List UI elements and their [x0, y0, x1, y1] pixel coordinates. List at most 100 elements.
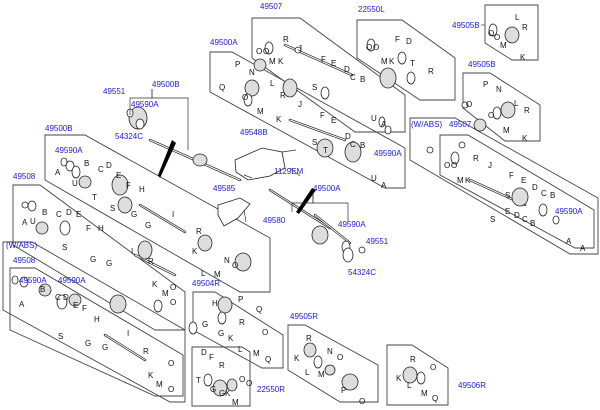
leader-line — [243, 174, 253, 179]
part-letter-label: O — [466, 100, 472, 109]
ring — [65, 160, 75, 172]
part-letter-label: L — [514, 99, 519, 108]
ring — [294, 46, 302, 54]
ring — [378, 116, 386, 128]
panel-outline — [191, 346, 251, 407]
part-letter-label: M — [318, 370, 325, 379]
part-letter-label: O — [170, 298, 176, 307]
boot-or-joint — [111, 174, 129, 196]
part-letter-label: E — [521, 176, 526, 185]
part-letter-label: K — [148, 371, 154, 380]
ring — [488, 23, 498, 37]
ring — [264, 41, 274, 55]
part-letter-label: C — [55, 293, 61, 302]
shaft-highlight — [139, 204, 186, 233]
part-letter-label: S — [110, 204, 115, 213]
part-number-label: 49590A — [374, 149, 402, 158]
part-letter-label: O — [366, 43, 372, 52]
boot-or-joint — [311, 225, 329, 245]
part-letter-label: L — [238, 345, 243, 354]
part-number-label: 49590A — [338, 220, 366, 229]
part-letter-label: P — [341, 386, 346, 395]
boot-or-joint — [109, 294, 127, 314]
part-letter-label: R — [143, 347, 149, 356]
shaft-highlight — [104, 334, 146, 361]
part-letter-label: Q — [265, 355, 271, 364]
boot-or-joint — [234, 252, 252, 272]
ring — [188, 321, 198, 335]
ring — [153, 299, 163, 313]
part-letter-label: G — [218, 329, 224, 338]
part-letter-label: M — [257, 107, 264, 116]
part-letter-label: D — [532, 183, 538, 192]
part-letter-label: M — [156, 380, 163, 389]
part-number-label: 49507 — [260, 2, 283, 11]
ring — [342, 247, 354, 263]
boot-or-joint — [192, 153, 208, 167]
part-letter-label: C — [350, 73, 356, 82]
boot-or-joint — [117, 196, 133, 214]
part-letter-label: S — [312, 138, 317, 147]
part-number-label: (W/ABS) — [411, 120, 442, 129]
part-letter-label: B — [360, 141, 365, 150]
panel-outline — [356, 19, 456, 101]
boot-or-joint — [253, 58, 267, 72]
shaft-highlight — [289, 119, 346, 141]
ring — [71, 165, 81, 179]
part-number-label: 49506R — [458, 381, 486, 390]
part-letter-label: O — [246, 379, 252, 388]
part-letter-label: T — [92, 193, 97, 202]
part-letter-label: O — [242, 93, 248, 102]
ring — [59, 220, 71, 236]
ring — [552, 215, 560, 225]
part-letter-label: R — [524, 106, 530, 115]
part-number-label: 49500A — [313, 184, 341, 193]
part-letter-label: N — [249, 68, 255, 77]
part-letter-label: K — [278, 57, 284, 66]
boot-or-joint — [402, 366, 418, 384]
part-letter-label: O — [451, 161, 457, 170]
part-letter-label: L — [407, 381, 412, 390]
part-number-label: (W/ABS) — [6, 241, 37, 250]
part-number-label: 22550R — [257, 385, 285, 394]
part-letter-label: L — [201, 269, 206, 278]
part-letter-label: E — [73, 301, 78, 310]
part-letter-label: A — [381, 181, 387, 190]
boot-or-joint — [379, 67, 397, 89]
part-letter-label: R — [473, 154, 479, 163]
ring — [11, 275, 19, 285]
part-letter-label: A — [580, 244, 586, 253]
part-letter-label: B — [40, 285, 45, 294]
shaft-highlight — [314, 214, 351, 244]
part-letter-label: O — [444, 161, 450, 170]
ring — [426, 146, 434, 154]
part-letter-label: D — [406, 37, 412, 46]
part-letter-label: B — [360, 75, 365, 84]
boot-or-joint — [511, 187, 529, 207]
panel-outline — [386, 344, 449, 406]
part-letter-label: A — [19, 300, 25, 309]
part-letter-label: P — [238, 295, 243, 304]
part-letter-label: J — [298, 44, 302, 53]
ring — [397, 51, 407, 65]
part-letter-label: E — [116, 171, 121, 180]
ring — [21, 201, 29, 209]
part-letter-label: O — [168, 359, 174, 368]
boot-or-joint — [197, 234, 213, 252]
ring — [320, 86, 330, 100]
bracket-49585 — [217, 197, 251, 227]
boot-or-joint — [137, 240, 153, 260]
boot-or-joint — [303, 342, 317, 358]
ring — [538, 203, 548, 217]
part-number-label: 49505B — [468, 60, 496, 69]
part-letter-label: E — [505, 207, 510, 216]
leader-line — [129, 89, 153, 115]
part-number-label: 54324C — [348, 268, 376, 277]
part-number-label: 49505R — [290, 312, 318, 321]
part-letter-label: H — [139, 185, 145, 194]
boot-or-joint — [316, 138, 334, 158]
part-letter-label: G — [90, 255, 96, 264]
boot-or-joint — [212, 379, 228, 397]
